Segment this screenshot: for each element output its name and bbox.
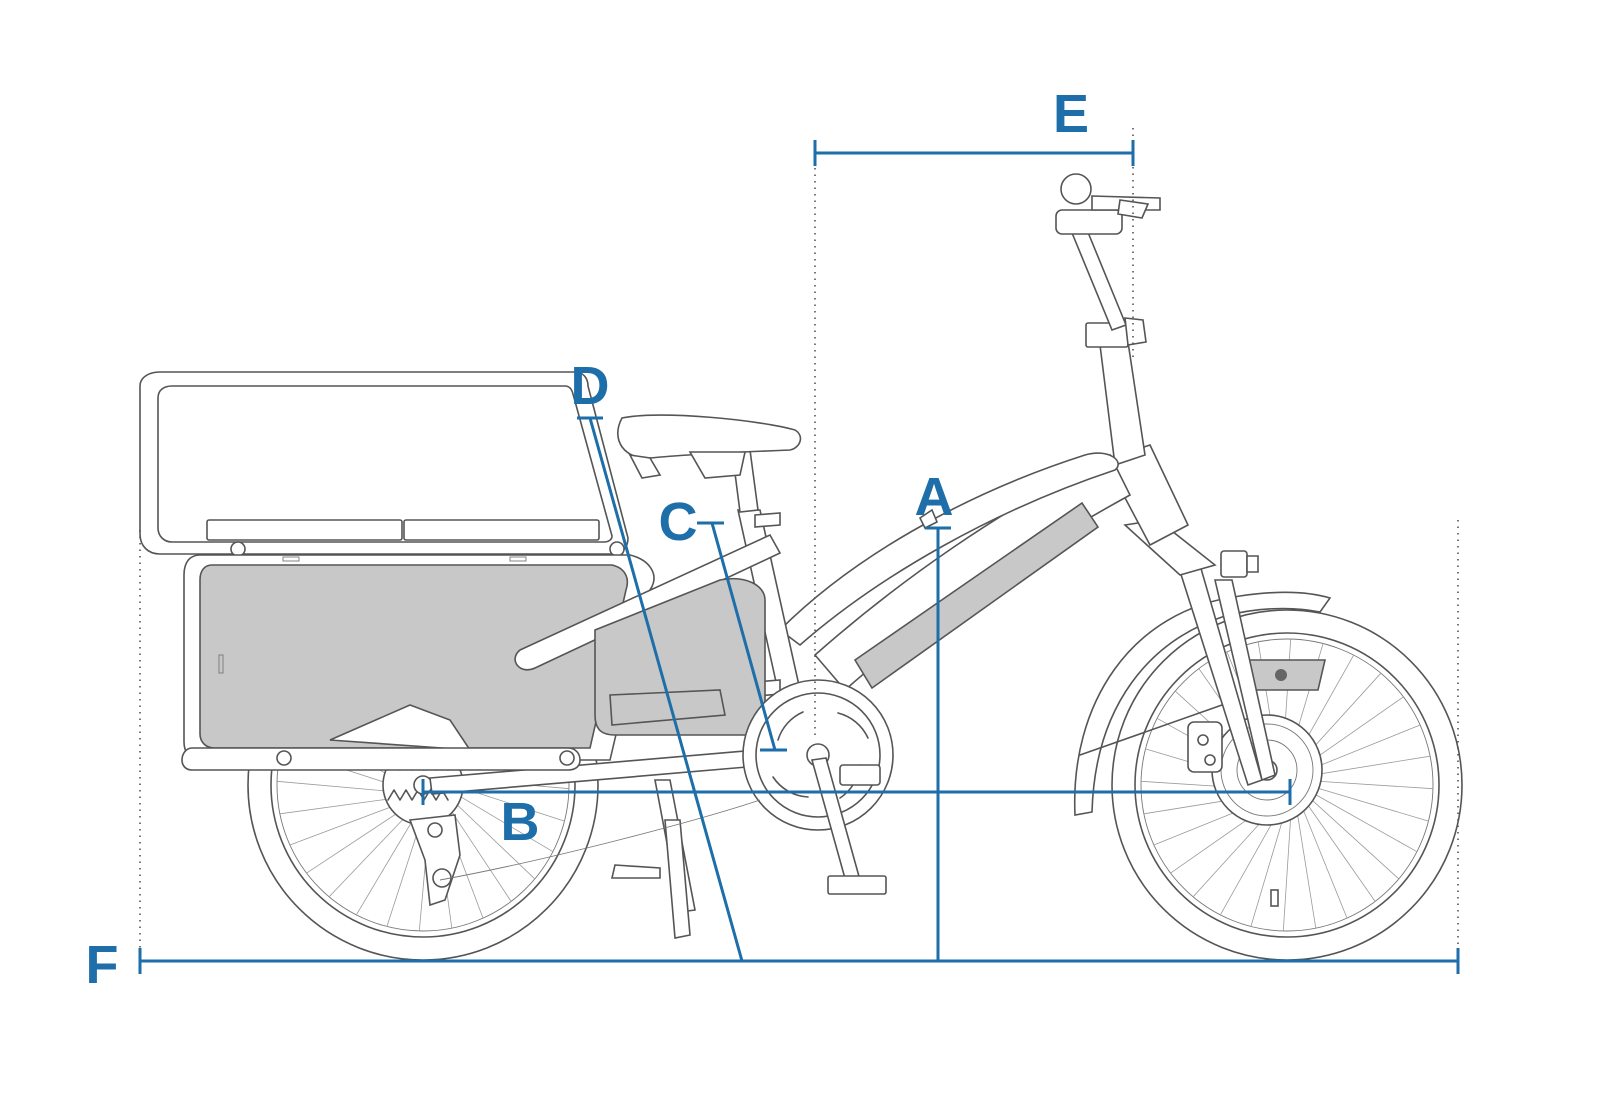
wheel-spoke	[1302, 797, 1376, 902]
label-b: B	[501, 792, 540, 852]
wheel-spoke	[306, 808, 405, 874]
wheel-spoke	[328, 811, 411, 898]
wheel-spoke	[1304, 793, 1400, 880]
wheel-spoke	[1306, 789, 1418, 853]
dimension-labels: A B C D E F	[86, 84, 1090, 995]
wheel-spoke	[1306, 784, 1429, 822]
dimension-c-line	[710, 522, 777, 751]
front-fender	[1073, 591, 1332, 816]
side-panels	[181, 533, 782, 771]
label-d: D	[571, 356, 610, 416]
wheel-spoke	[1304, 755, 1431, 777]
kickstand	[610, 779, 696, 939]
wheel-spoke	[449, 797, 536, 880]
cargo-rack	[139, 371, 629, 557]
dimension-lines	[138, 128, 1460, 974]
wheel-spoke	[1299, 800, 1348, 919]
wheel-spoke	[1306, 780, 1434, 790]
wheel-spoke	[446, 803, 512, 902]
label-f: F	[86, 935, 119, 995]
saddle	[617, 414, 802, 479]
dimension-d-line	[588, 417, 744, 962]
wheel-spoke	[289, 803, 400, 846]
wheel-spoke	[1295, 802, 1317, 929]
steering-assembly	[1055, 173, 1217, 576]
label-a: A	[915, 467, 954, 527]
wheel-spoke	[451, 791, 554, 853]
label-c: C	[659, 492, 698, 552]
wheel-spoke	[276, 780, 394, 793]
wheel-spoke	[355, 813, 417, 916]
label-e: E	[1053, 84, 1089, 144]
wheel-spoke	[1250, 804, 1288, 927]
wheel-spoke	[1282, 804, 1292, 932]
front-fork	[1079, 550, 1276, 787]
main-frame	[429, 449, 1132, 795]
front-wheel	[1111, 609, 1463, 961]
wheel-spoke	[279, 797, 397, 815]
